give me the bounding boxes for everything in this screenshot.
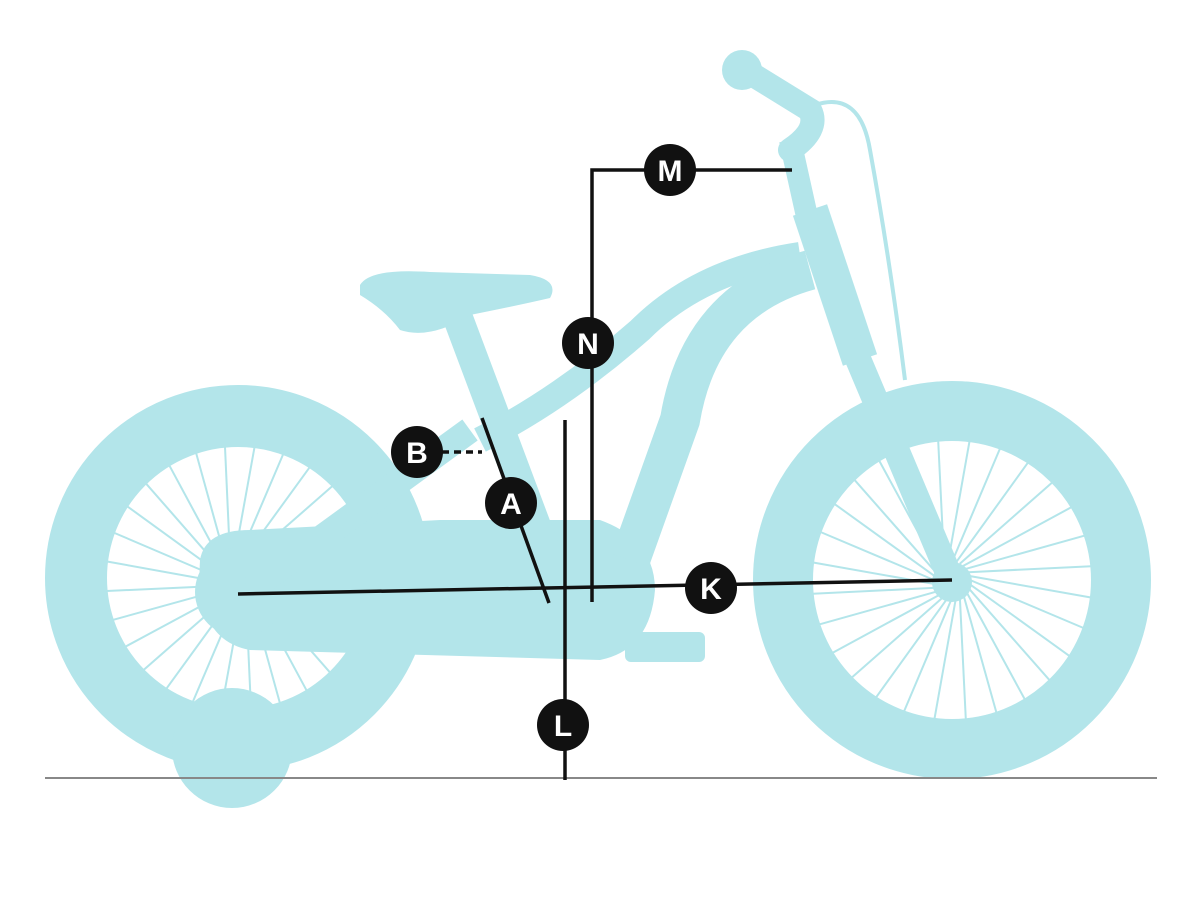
spoke xyxy=(818,590,939,626)
down-tube xyxy=(611,250,816,567)
front-tire xyxy=(753,381,1151,779)
spoke xyxy=(968,583,1071,657)
spoke xyxy=(969,575,1092,599)
bike-silhouette xyxy=(45,50,1151,808)
label-n: N xyxy=(562,317,614,369)
spoke xyxy=(968,565,1092,574)
label-a: A xyxy=(485,477,537,529)
fork xyxy=(838,334,964,588)
spoke xyxy=(962,593,998,714)
spoke xyxy=(969,579,1084,629)
label-m: M xyxy=(644,144,696,196)
svg-text:K: K xyxy=(700,573,722,606)
spoke xyxy=(951,448,1001,563)
spoke xyxy=(833,503,936,577)
spoke xyxy=(903,597,953,712)
saddle xyxy=(360,271,553,333)
head-tube xyxy=(792,204,878,366)
spoke xyxy=(955,461,1029,564)
measurement-lines xyxy=(237,168,953,780)
seat-post xyxy=(440,304,575,596)
spoke xyxy=(933,597,957,720)
spoke xyxy=(820,531,935,581)
top-tube xyxy=(474,242,802,452)
svg-text:N: N xyxy=(577,328,599,361)
spoke xyxy=(959,481,1053,565)
label-b: B xyxy=(391,426,443,478)
handlebar xyxy=(733,58,825,162)
spoke xyxy=(965,590,1026,701)
spoke xyxy=(875,596,949,699)
pedal xyxy=(625,632,705,662)
spoke xyxy=(812,586,936,595)
spoke xyxy=(967,587,1051,681)
svg-text:L: L xyxy=(554,710,572,743)
spoke xyxy=(947,440,971,563)
spoke xyxy=(853,479,937,573)
label-l: L xyxy=(537,699,589,751)
front-spokes xyxy=(812,440,1092,720)
brake-cable xyxy=(814,100,907,381)
spoke xyxy=(962,506,1073,567)
label-k: K xyxy=(685,562,737,614)
training-wheel xyxy=(172,688,292,808)
line-k xyxy=(237,578,953,596)
spoke xyxy=(958,596,967,720)
svg-text:A: A xyxy=(500,488,522,521)
line-n-m xyxy=(590,168,792,602)
grip xyxy=(722,50,762,90)
spoke xyxy=(851,595,945,679)
svg-text:B: B xyxy=(406,437,428,470)
svg-text:M: M xyxy=(658,155,683,188)
spoke xyxy=(831,593,942,654)
spoke xyxy=(965,534,1086,570)
